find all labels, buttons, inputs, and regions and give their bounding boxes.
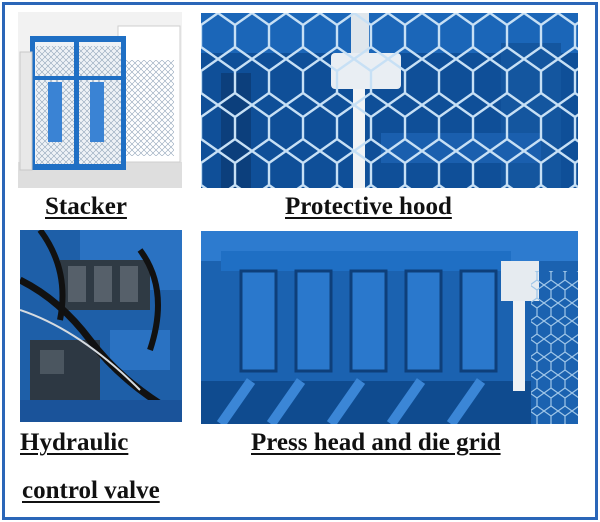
press-head-photo <box>201 231 578 424</box>
protective-hood-photo <box>201 13 578 188</box>
protective-hood-caption: Protective hood <box>285 193 452 220</box>
hydraulic-caption: Hydraulic <box>20 429 129 456</box>
stacker-caption: Stacker <box>45 193 127 220</box>
press-head-caption: Press head and die grid <box>251 429 501 456</box>
stacker-photo <box>18 12 182 188</box>
control-valve-caption: control valve <box>22 477 160 504</box>
hydraulic-valve-photo <box>20 230 182 422</box>
